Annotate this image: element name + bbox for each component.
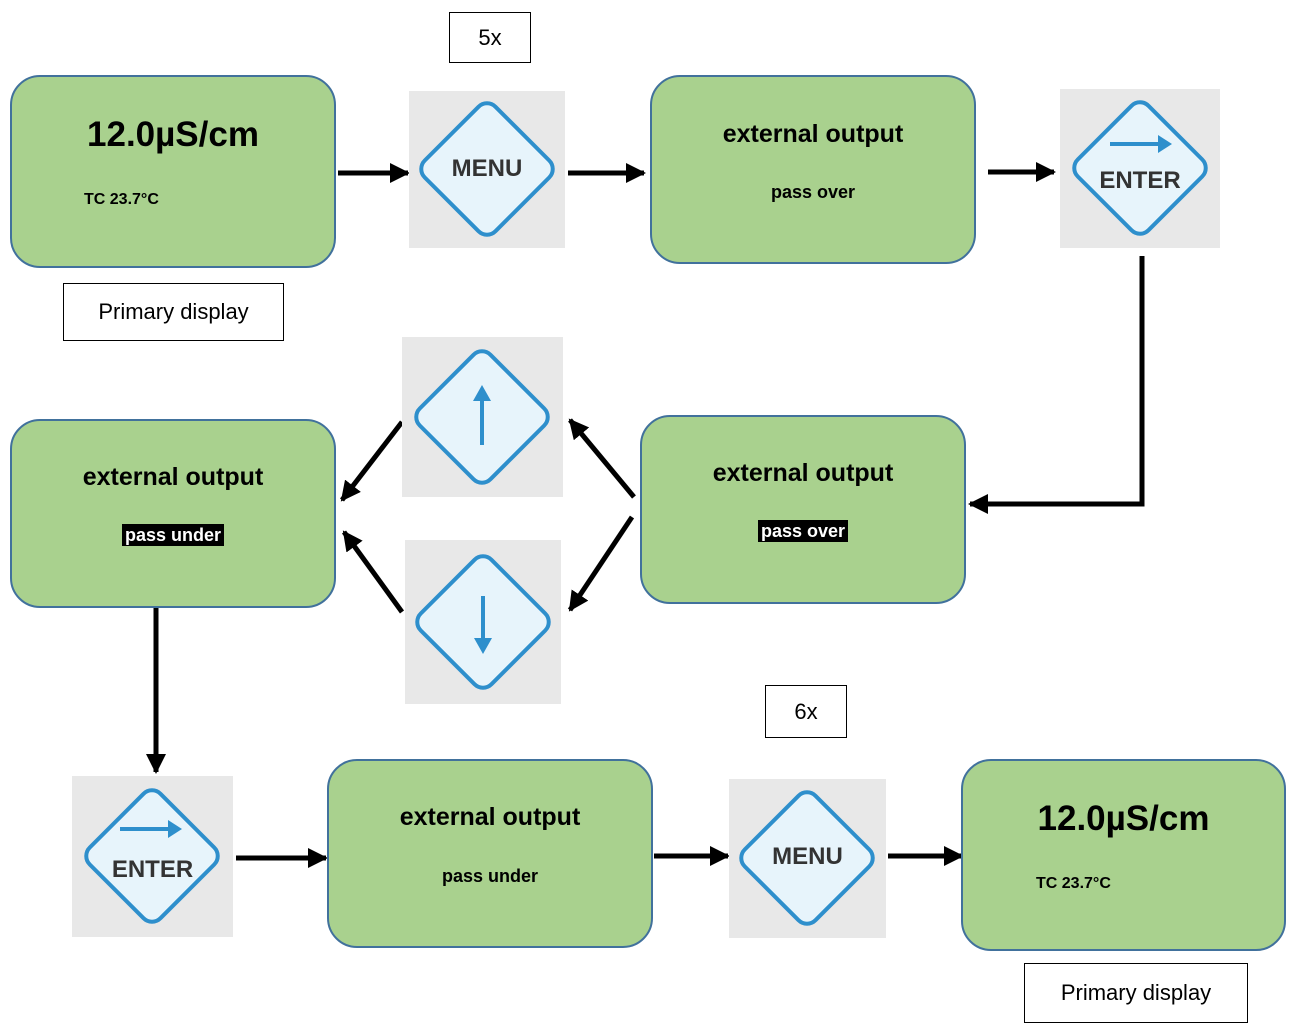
external-output-title: external output <box>722 120 904 148</box>
temperature-readout: TC 23.7°C <box>1036 875 1111 892</box>
caption-text: Primary display <box>98 299 249 324</box>
caption-text: Primary display <box>1060 980 1212 1005</box>
measurement-value: 12.0µS/cm <box>87 115 259 154</box>
menu-label: MENU <box>772 843 843 870</box>
measurement-value: 12.0µS/cm <box>1037 799 1210 838</box>
external-output-box: external output pass over <box>650 75 976 264</box>
arrow-enter-to-pass-over <box>968 256 1145 514</box>
menu-button[interactable]: MENU <box>409 91 565 248</box>
primary-display-box: 12.0µS/cm TC 23.7°C <box>10 75 336 268</box>
enter-button[interactable]: ENTER <box>72 776 233 937</box>
primary-display-box: 12.0µS/cm TC 23.7°C <box>961 759 1286 951</box>
external-output-title: external output <box>712 459 894 487</box>
menu-button[interactable]: MENU <box>729 779 886 938</box>
external-output-box: external output pass under <box>10 419 336 608</box>
right-arrow-icon <box>1110 135 1172 153</box>
external-output-title: external output <box>82 463 264 491</box>
repeat-count-text: 5x <box>478 24 502 50</box>
temperature-readout: TC 23.7°C <box>84 191 159 208</box>
arrow-pass-over-to-up <box>568 418 636 499</box>
arrow-pass-over-to-down <box>567 515 635 612</box>
right-arrow-icon <box>120 820 182 838</box>
enter-label: ENTER <box>1099 167 1181 194</box>
down-button[interactable] <box>405 540 561 704</box>
repeat-count-text: 6x <box>794 698 818 724</box>
pass-over-option: pass over <box>770 182 856 202</box>
external-output-title: external output <box>399 803 581 831</box>
repeat-count-label: 5x <box>449 12 531 63</box>
pass-over-option-selected: pass over <box>757 520 849 542</box>
down-arrow-icon <box>474 596 492 654</box>
pass-under-option-selected: pass under <box>121 524 225 546</box>
primary-display-caption: Primary display <box>63 283 284 341</box>
enter-button[interactable]: ENTER <box>1060 89 1220 248</box>
enter-label: ENTER <box>111 856 194 883</box>
arrow-down-to-pass-under <box>341 530 405 614</box>
external-output-box: external output pass over <box>640 415 966 604</box>
menu-label: MENU <box>451 155 523 182</box>
external-output-box: external output pass under <box>327 759 653 948</box>
pass-under-option: pass under <box>441 866 539 886</box>
repeat-count-label: 6x <box>765 685 847 738</box>
primary-display-caption: Primary display <box>1024 963 1248 1023</box>
up-button[interactable] <box>402 337 563 497</box>
up-arrow-icon <box>473 385 491 445</box>
arrow-up-to-pass-under <box>340 420 404 502</box>
